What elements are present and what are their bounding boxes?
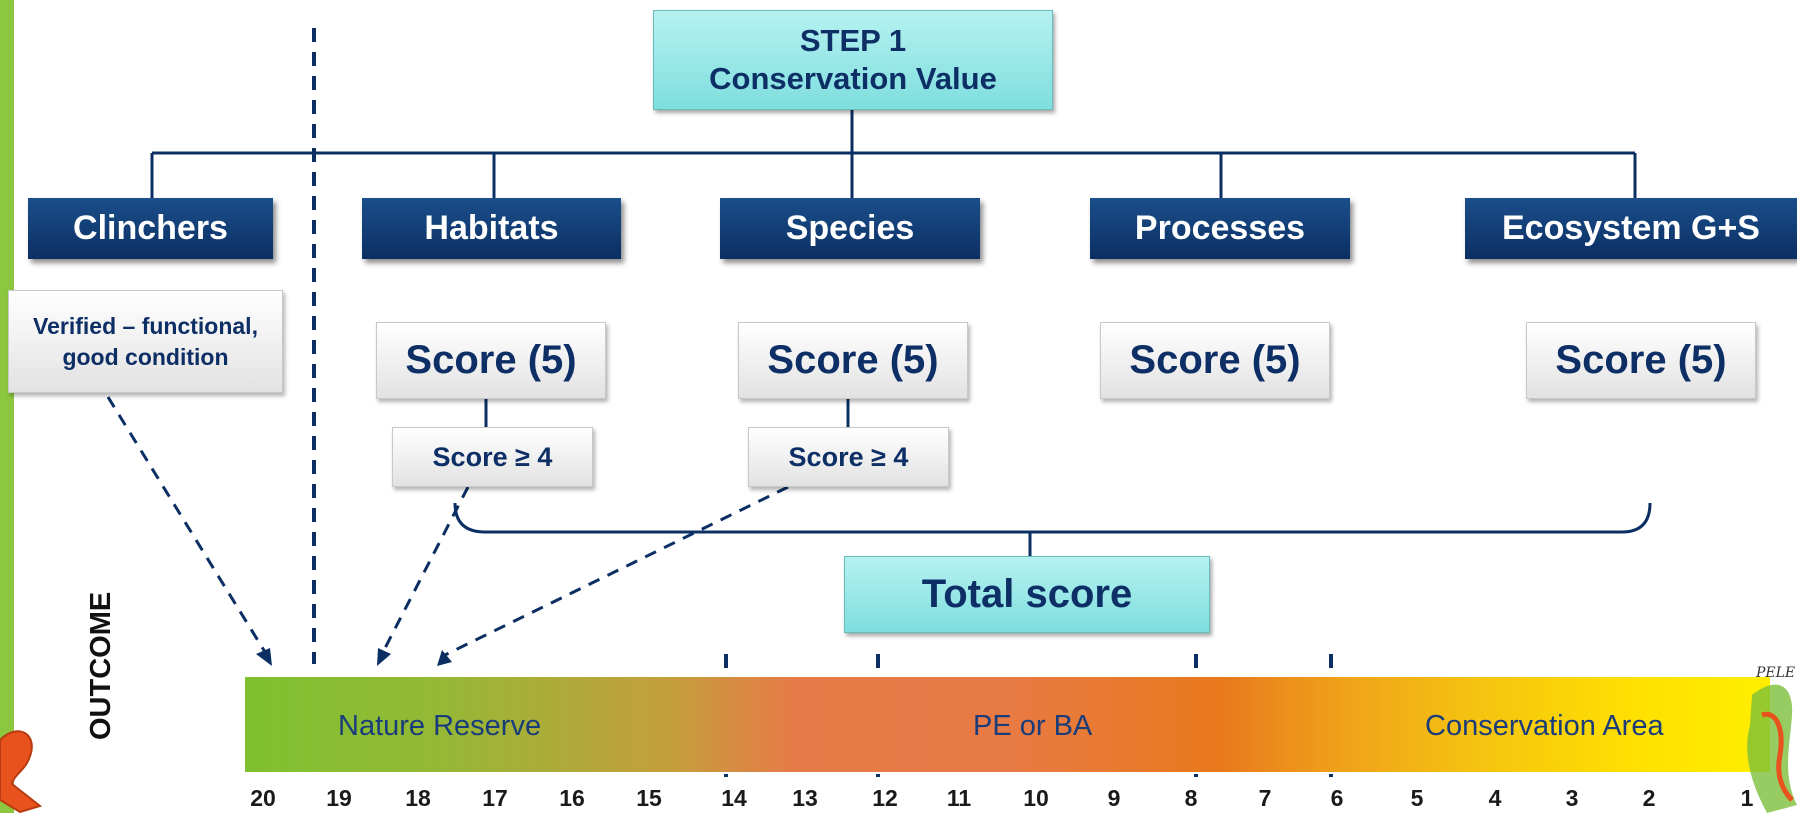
habitats-arrowhead <box>377 648 391 666</box>
tick-label: 11 <box>946 785 972 811</box>
total-score-box: Total score <box>844 556 1210 633</box>
threshold-habitats: Score ≥ 4 <box>392 427 593 487</box>
tick-label: 5 <box>1410 785 1424 811</box>
zone-nature-reserve: Nature Reserve <box>338 710 542 742</box>
clincher-arrow <box>106 396 267 653</box>
category-habitats: Habitats <box>362 198 621 259</box>
zone-conservation-area: Conservation Area <box>1425 710 1664 742</box>
organization-logo-icon: PELE <box>1747 665 1797 813</box>
tick-label: 6 <box>1330 785 1344 811</box>
category-ecosystem: Ecosystem G+S <box>1465 198 1797 259</box>
tick-label: 13 <box>792 785 818 811</box>
tick-label: 1 <box>1740 785 1754 811</box>
threshold-species: Score ≥ 4 <box>748 427 949 487</box>
left-accent-bar <box>0 0 14 813</box>
score-processes: Score (5) <box>1100 322 1330 399</box>
species-arrowhead <box>437 650 452 666</box>
species-arrow <box>444 485 789 657</box>
total-brace <box>453 502 1652 534</box>
tick-label: 10 <box>1023 785 1049 811</box>
score-habitats: Score (5) <box>376 322 606 399</box>
clincher-arrowhead <box>256 648 272 666</box>
score-species: Score (5) <box>738 322 968 399</box>
step-line1: STEP 1 <box>799 23 907 58</box>
tick-label: 20 <box>250 785 276 811</box>
step-line2: Conservation Value <box>709 61 997 96</box>
tick-label: 14 <box>721 785 747 811</box>
outcome-scale-bar <box>245 677 1770 772</box>
tick-label: 18 <box>405 785 431 811</box>
tick-label: 8 <box>1184 785 1198 811</box>
outcome-label: OUTCOME <box>85 591 117 740</box>
category-processes: Processes <box>1090 198 1350 259</box>
tick-label: 16 <box>559 785 585 811</box>
tick-label: 4 <box>1488 785 1502 811</box>
tick-label: 7 <box>1258 785 1272 811</box>
habitats-arrow <box>381 486 470 653</box>
tick-label: 15 <box>636 785 662 811</box>
step-box: STEP 1 Conservation Value <box>653 10 1053 110</box>
tick-label: 12 <box>872 785 898 811</box>
tick-label: 17 <box>482 785 508 811</box>
zone-pe-or-ba: PE or BA <box>973 710 1093 742</box>
ribbon-icon <box>0 730 43 813</box>
clincher-verified-box: Verified – functional, good condition <box>8 290 283 393</box>
svg-text:PELE: PELE <box>1755 665 1795 681</box>
category-clinchers: Clinchers <box>28 198 273 259</box>
tick-label: 2 <box>1642 785 1656 811</box>
category-species: Species <box>720 198 980 259</box>
tick-label: 19 <box>326 785 352 811</box>
tick-label: 9 <box>1107 785 1121 811</box>
tick-label: 3 <box>1565 785 1579 811</box>
score-ecosystem: Score (5) <box>1526 322 1756 399</box>
